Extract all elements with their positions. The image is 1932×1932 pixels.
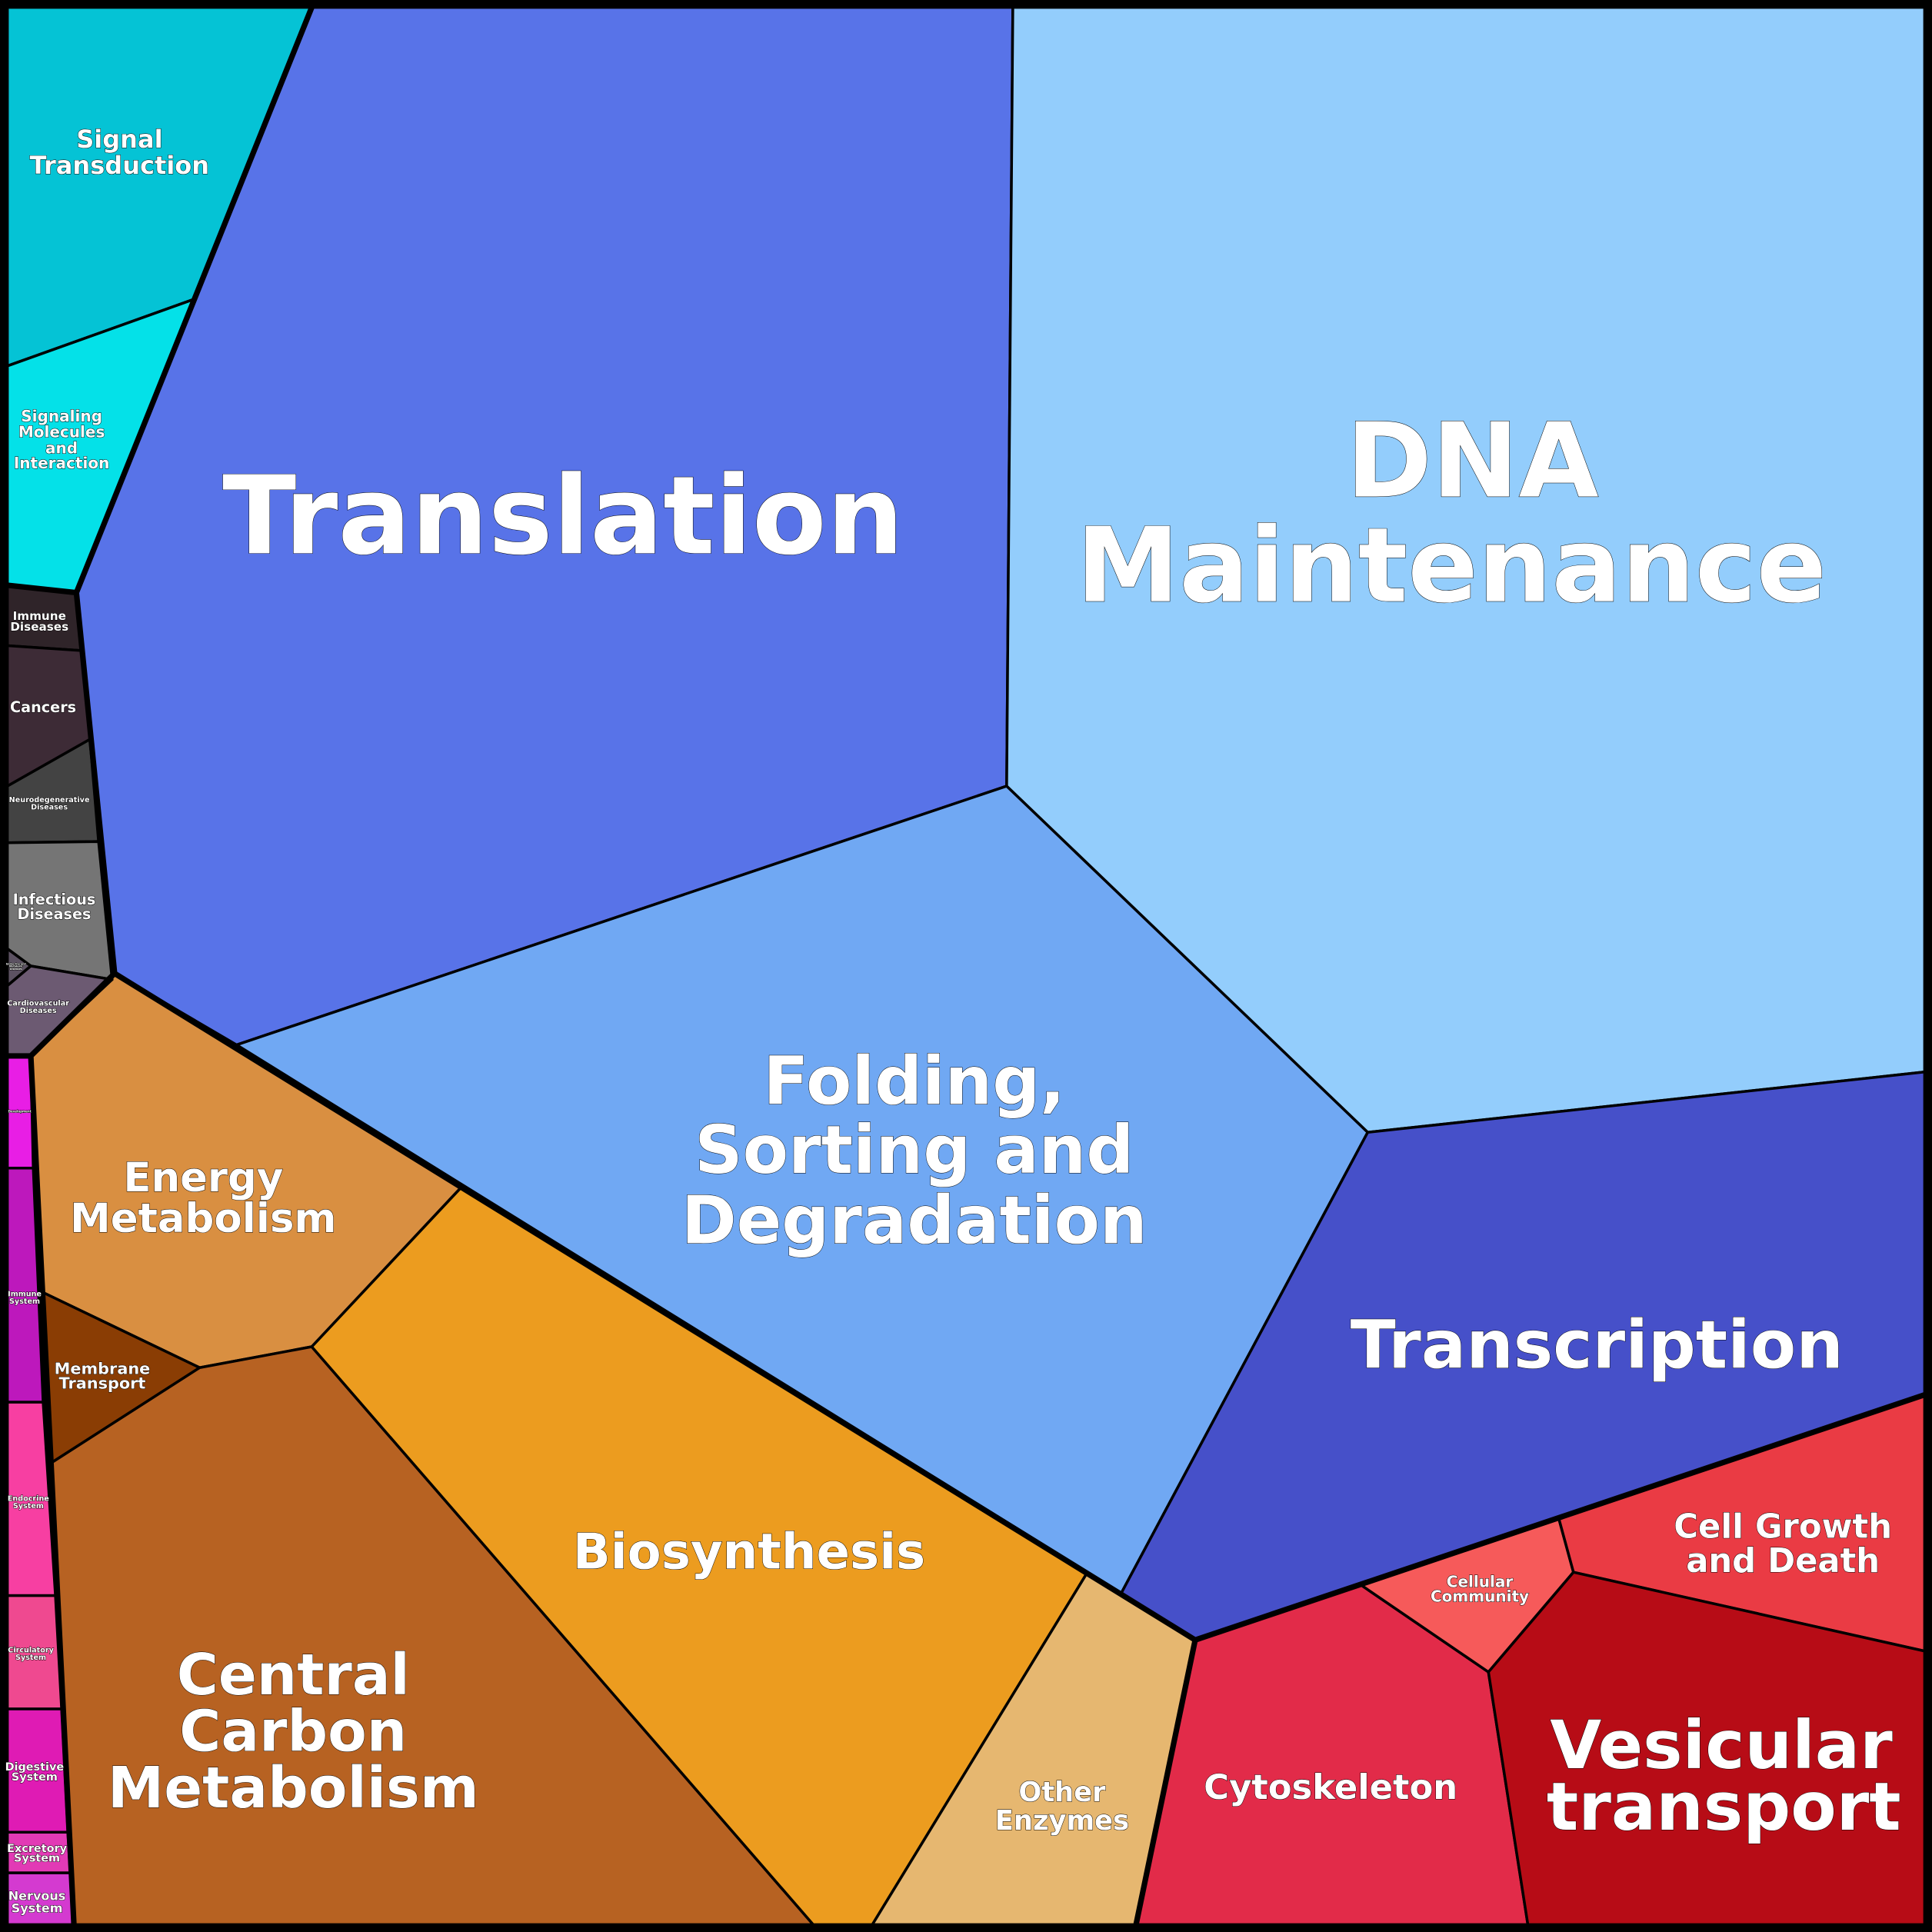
label-cytoskeleton: Cytoskeleton (1204, 1767, 1457, 1807)
label-cancers: Cancers (10, 698, 76, 716)
label-biosynthesis: Biosynthesis (573, 1524, 925, 1581)
label-development: Development (8, 1110, 32, 1114)
group-boundary (1133, 1639, 1198, 1926)
label-translation: Translation (222, 453, 904, 579)
group-boundary (7, 582, 77, 596)
label-transcription: Transcription (1351, 1307, 1844, 1384)
